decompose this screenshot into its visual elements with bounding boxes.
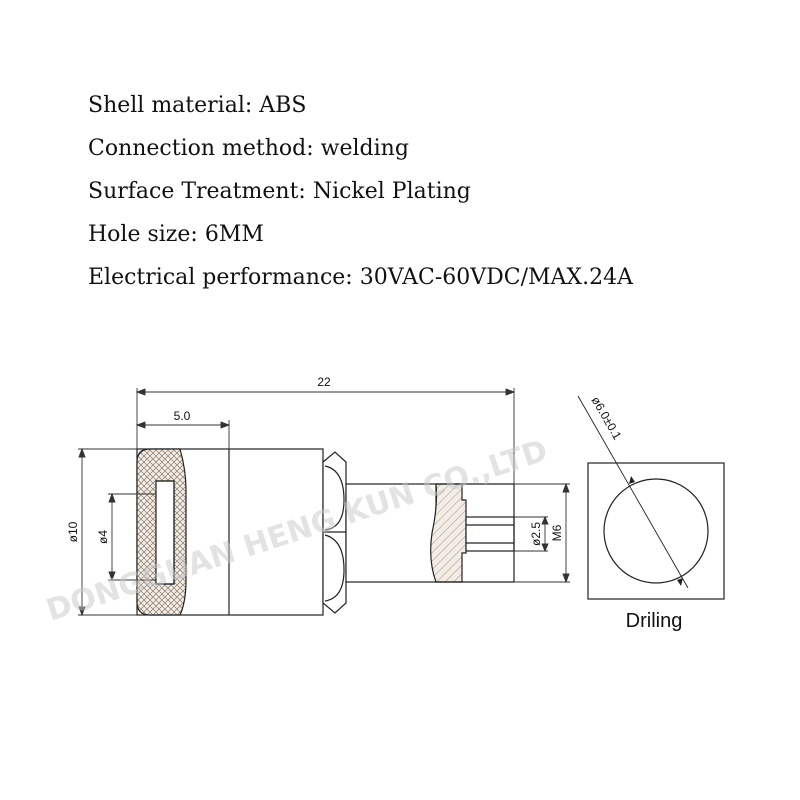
dim-hole-diameter: ø4 — [96, 530, 110, 544]
threaded-shaft — [345, 483, 437, 583]
dim-head-depth: 5.0 — [174, 409, 191, 423]
dim-drill-diameter: ø6.0±0.1 — [589, 394, 625, 442]
connector-side-view — [136, 448, 515, 616]
drilling-view — [577, 395, 725, 600]
dim-outer-diameter: ø10 — [66, 521, 80, 542]
spec-shell-material: Shell material: ABS — [88, 93, 307, 118]
drilling-caption: Driling — [626, 610, 683, 632]
dim-pin-diameter: ø2.5 — [529, 522, 543, 546]
spec-list: Shell material: ABS Connection method: w… — [88, 84, 633, 299]
spec-connection-method: Connection method: welding — [88, 136, 409, 161]
spec-surface-treatment: Surface Treatment: Nickel Plating — [88, 179, 471, 204]
dim-overall-length: 22 — [317, 375, 331, 389]
solder-pin — [465, 516, 515, 552]
spec-electrical-performance: Electrical performance: 30VAC-60VDC/MAX.… — [88, 265, 633, 290]
shaft-section-hatch — [430, 483, 467, 583]
dim-thread: M6 — [550, 524, 564, 541]
dimension-lines — [78, 388, 570, 617]
spec-hole-size: Hole size: 6MM — [88, 222, 264, 247]
drill-hole-circle — [603, 478, 709, 584]
drill-diameter-leader — [577, 395, 689, 589]
